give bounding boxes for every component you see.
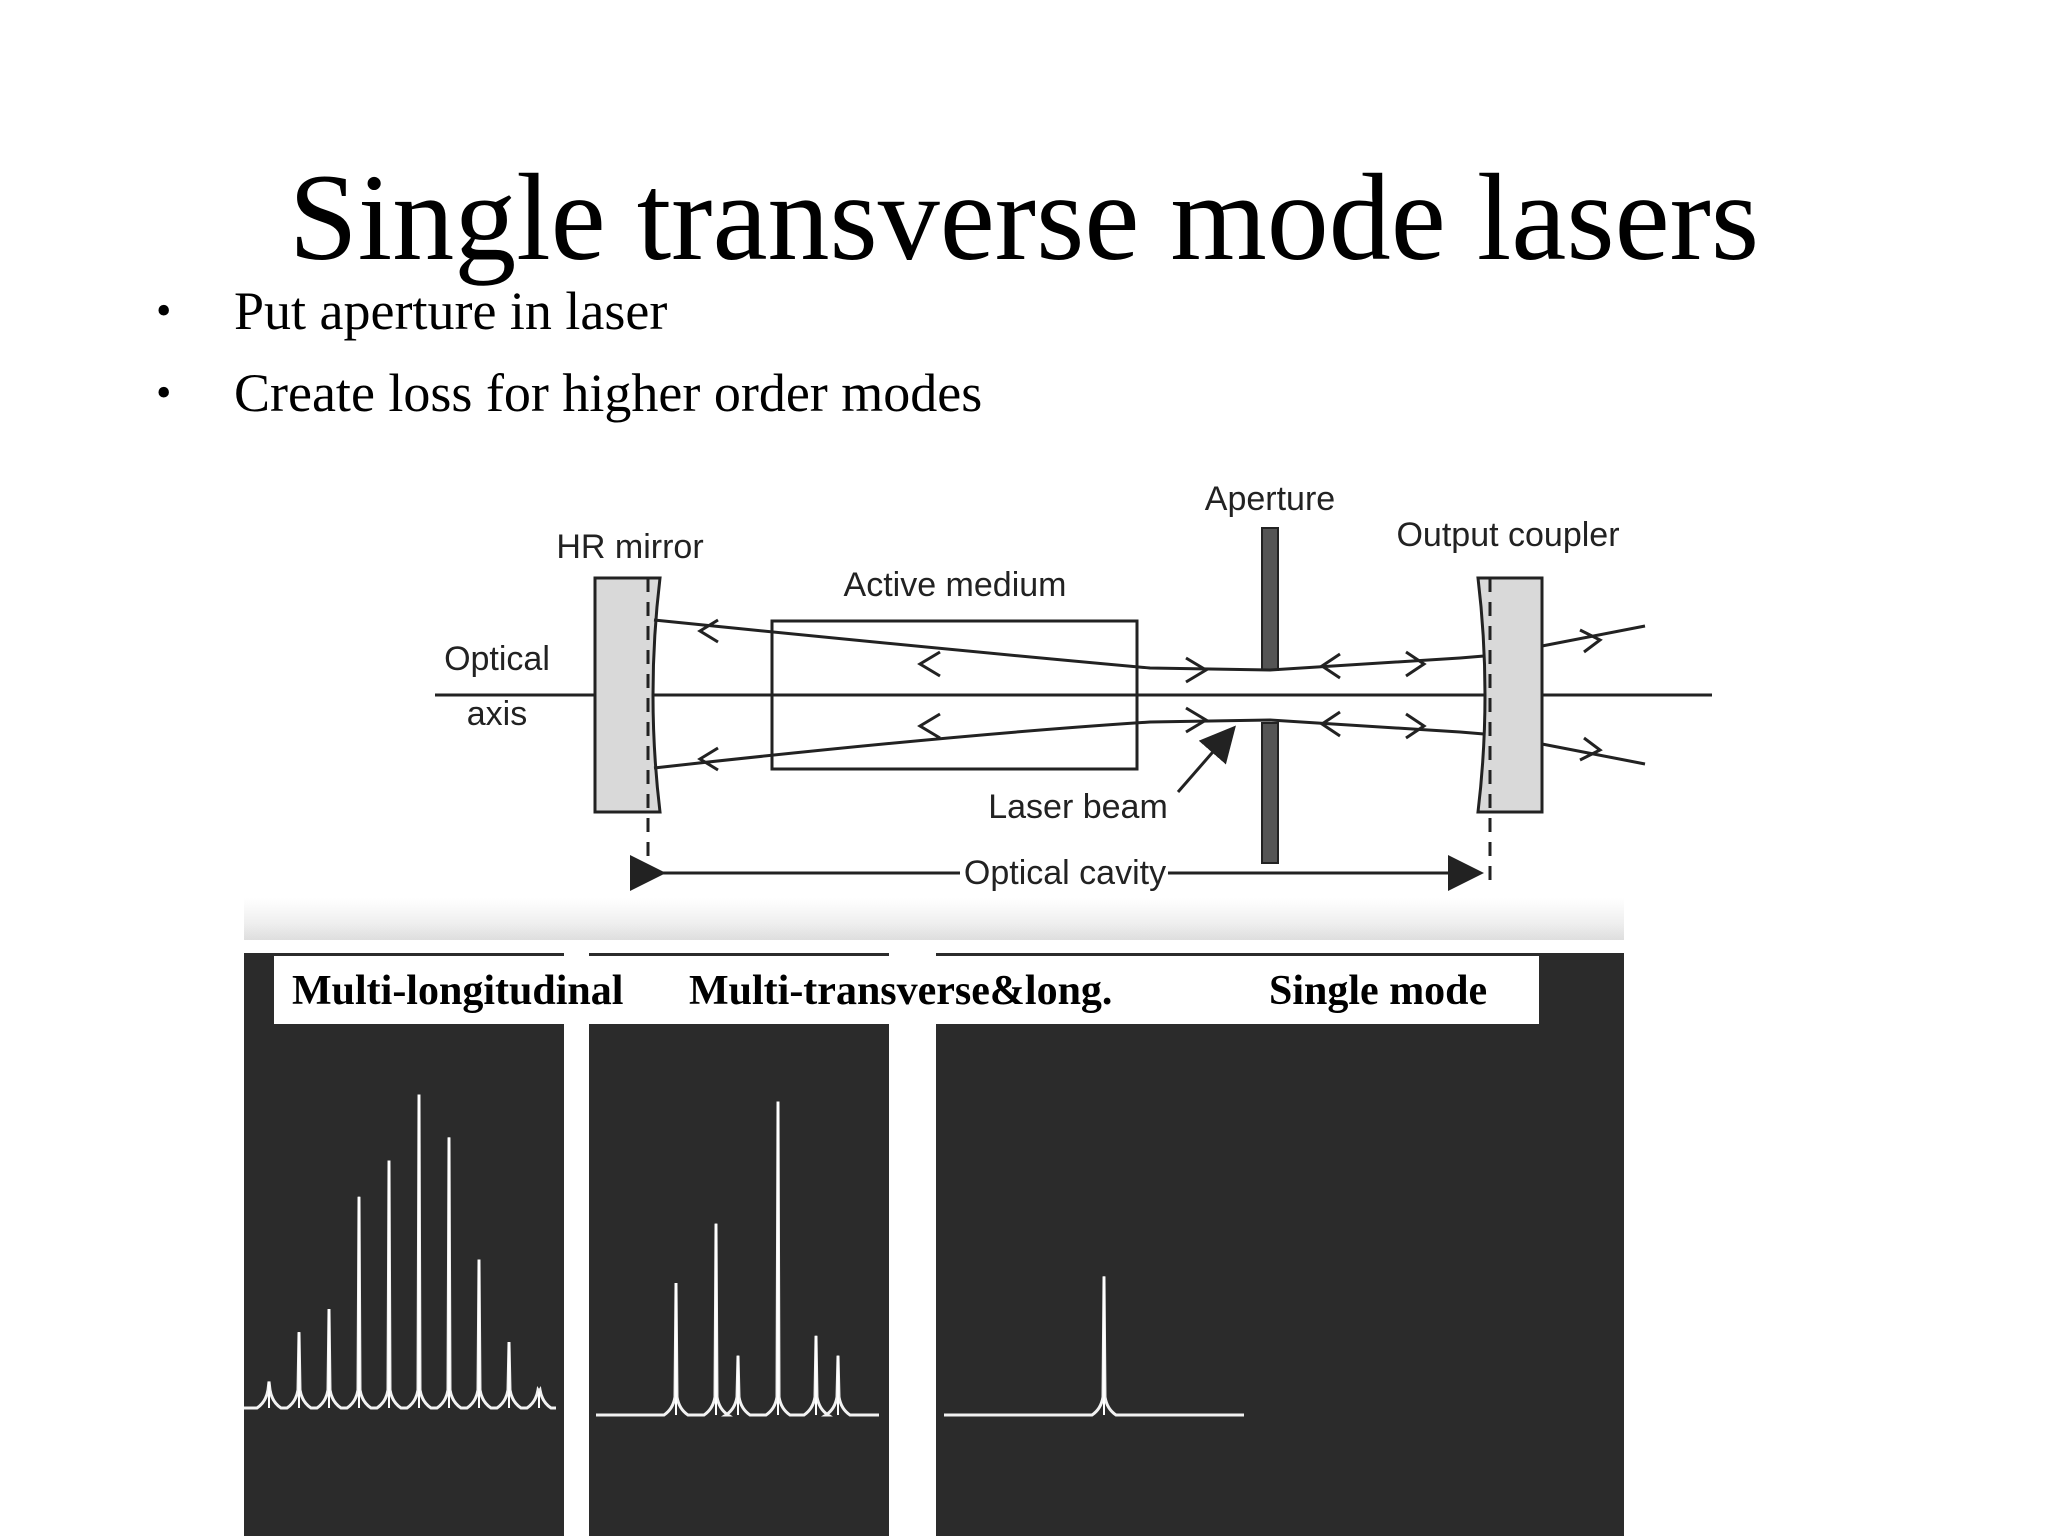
slide-title: Single transverse mode lasers bbox=[288, 149, 1760, 287]
label-optical-cavity: Optical cavity bbox=[964, 854, 1166, 892]
beam-arrow-icon bbox=[1579, 628, 1603, 654]
panel-label-multi-longitudinal: Multi-longitudinal bbox=[292, 968, 624, 1014]
aperture-upper bbox=[1261, 527, 1279, 671]
laser-beam-lower bbox=[653, 718, 1485, 770]
beam-arrow-icon bbox=[697, 746, 719, 772]
bullet-item: • Put aperture in laser bbox=[150, 270, 982, 352]
laser-beam-pointer bbox=[1176, 725, 1236, 793]
bullet-item: • Create loss for higher order modes bbox=[150, 352, 982, 434]
label-optical-axis-line2: axis bbox=[467, 695, 527, 733]
beam-arrow-icon bbox=[1405, 650, 1427, 678]
beam-arrow-icon bbox=[917, 712, 941, 740]
bullet-icon: • bbox=[156, 286, 172, 335]
beam-arrow-icon bbox=[1319, 710, 1341, 738]
beam-arrow-icon bbox=[1405, 712, 1427, 740]
spectrum-trace bbox=[596, 1101, 879, 1417]
label-output-coupler: Output coupler bbox=[1396, 516, 1619, 554]
spectrum-trace bbox=[944, 1276, 1244, 1417]
label-aperture: Aperture bbox=[1205, 480, 1335, 518]
label-hr-mirror: HR mirror bbox=[556, 528, 703, 566]
beam-arrow-icon bbox=[1319, 652, 1341, 680]
laser-beam-upper bbox=[653, 618, 1485, 672]
label-optical-axis-line1: Optical bbox=[444, 640, 550, 678]
beam-arrow-icon bbox=[917, 650, 941, 678]
beam-arrow-icon bbox=[1185, 656, 1209, 684]
oscilloscope-svg bbox=[244, 953, 1244, 1536]
hr-mirror bbox=[593, 576, 662, 814]
panel-label-multi-transverse: Multi-transverse&long. bbox=[689, 968, 1113, 1014]
bullet-list: • Put aperture in laser • Create loss for … bbox=[150, 270, 982, 434]
output-coupler bbox=[1476, 576, 1544, 814]
oscilloscope-traces bbox=[244, 953, 1624, 1536]
panel-label-single-mode: Single mode bbox=[1269, 968, 1488, 1014]
laser-cavity-svg: Aperture HR mirror Output coupler Active… bbox=[435, 480, 1712, 892]
aperture-lower bbox=[1261, 722, 1279, 864]
label-laser-beam: Laser beam bbox=[988, 788, 1168, 826]
beam-arrow-icon bbox=[1185, 706, 1209, 734]
bullet-icon: • bbox=[156, 368, 172, 417]
panel-separator bbox=[564, 953, 589, 1536]
bullet-text: Put aperture in laser bbox=[234, 281, 668, 341]
panel-label-strip: Multi-longitudinal Multi-transverse&long… bbox=[274, 956, 1539, 1024]
beam-arrow-icon bbox=[697, 618, 719, 644]
label-active-medium: Active medium bbox=[844, 566, 1067, 604]
laser-cavity-diagram: Aperture HR mirror Output coupler Active… bbox=[420, 470, 1720, 900]
scan-artifact bbox=[244, 898, 1624, 940]
bullet-text: Create loss for higher order modes bbox=[234, 363, 983, 423]
panel-separator bbox=[889, 953, 936, 1536]
beam-arrow-icon bbox=[1579, 736, 1603, 762]
spectra-figure: Multi-longitudinal Multi-transverse&long… bbox=[244, 898, 1624, 1536]
active-medium-box bbox=[770, 619, 1139, 771]
spectrum-trace bbox=[244, 1094, 556, 1410]
